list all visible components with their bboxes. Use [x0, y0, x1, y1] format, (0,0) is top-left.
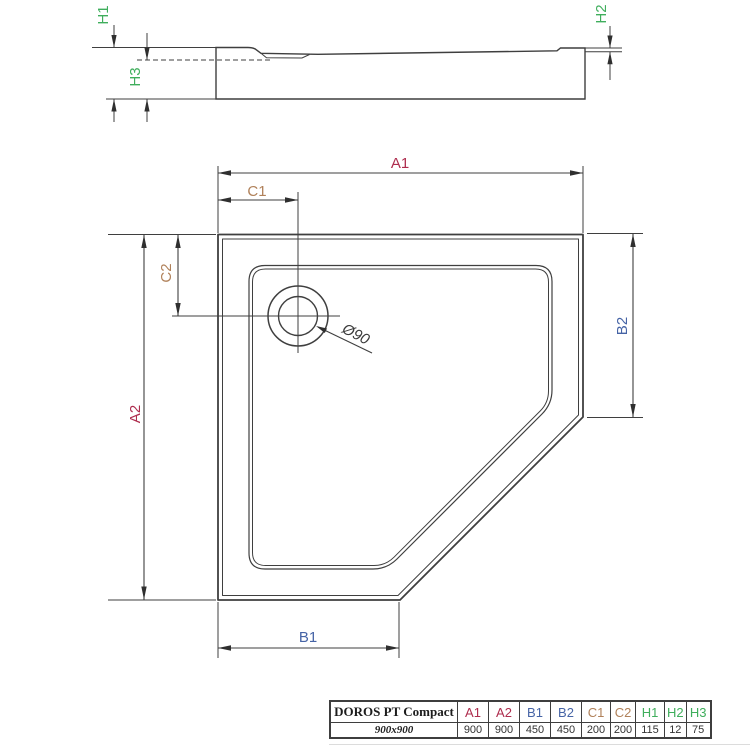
plan-tray-rim-line	[222, 238, 579, 596]
spec-table-header-row: DOROS PT Compact A1 A2 B1 B2 C1 C2 H1 H2…	[329, 700, 712, 723]
dim-h3-arrow-bottom	[144, 99, 150, 112]
plan-basin-outer-edge	[248, 264, 553, 570]
dim-label-a1: A1	[391, 155, 409, 172]
dim-label-a2: A2	[127, 405, 144, 423]
dim-c2-arrow-top	[175, 235, 181, 248]
dim-a1-arrow-right	[570, 170, 583, 176]
side-view-drain-recess	[260, 52, 310, 59]
side-view: H1 H3 H2	[92, 4, 622, 122]
value-h2: 12	[664, 722, 687, 739]
dim-b1-arrow-right	[386, 645, 399, 651]
product-size: 900x900	[329, 722, 458, 739]
dim-h3-arrow-top	[144, 47, 150, 60]
dim-h1-arrow-bottom	[111, 99, 117, 112]
value-h1: 115	[635, 722, 665, 739]
side-view-tray-outline	[215, 46, 586, 100]
dim-label-h2: H2	[593, 4, 610, 23]
value-c2: 200	[610, 722, 636, 739]
table-header-c2: C2	[610, 700, 636, 723]
value-b2: 450	[550, 722, 582, 739]
dim-b2-arrow-bottom	[630, 404, 636, 417]
dim-h2-arrow-top	[607, 35, 613, 48]
dim-c2-arrow-bottom	[175, 303, 181, 316]
value-b1: 450	[519, 722, 551, 739]
dim-b2-arrow-top	[630, 234, 636, 247]
value-h3: 75	[685, 722, 712, 739]
table-header-h3: H3	[685, 700, 712, 723]
value-a1: 900	[457, 722, 489, 739]
table-header-b1: B1	[519, 700, 551, 723]
value-a2: 900	[488, 722, 520, 739]
dim-label-b1: B1	[299, 629, 317, 646]
dim-c1-arrow-right	[285, 197, 298, 203]
table-header-h1: H1	[635, 700, 665, 723]
spec-table-value-row: 900x900 900 900 450 450 200 200 115 12 7…	[329, 722, 712, 739]
value-c1: 200	[581, 722, 611, 739]
table-header-h2: H2	[664, 700, 687, 723]
table-header-a2: A2	[488, 700, 520, 723]
plan-view: Ø90 A1 C1 A2 C2 B2	[108, 155, 643, 658]
plan-basin-inner-edge	[252, 268, 549, 566]
dim-c1-arrow-left	[218, 197, 231, 203]
spec-table: DOROS PT Compact A1 A2 B1 B2 C1 C2 H1 H2…	[329, 700, 712, 739]
dim-label-b2: B2	[614, 317, 631, 335]
dim-label-c2: C2	[158, 263, 175, 282]
dim-label-h3: H3	[127, 67, 144, 86]
dim-label-c1: C1	[247, 183, 266, 200]
dim-b1-arrow-left	[218, 645, 231, 651]
bottom-divider-line	[329, 744, 750, 745]
product-name: DOROS PT Compact	[329, 700, 458, 723]
table-header-c1: C1	[581, 700, 611, 723]
dim-a1-arrow-left	[218, 170, 231, 176]
dim-a2-arrow-bottom	[141, 586, 147, 600]
dim-h2-arrow-bottom	[607, 51, 613, 65]
table-header-b2: B2	[550, 700, 582, 723]
drain-leader-arrow	[316, 326, 327, 334]
dim-label-h1: H1	[95, 5, 112, 24]
dim-a2-arrow-top	[141, 235, 147, 248]
dim-h1-arrow-top	[111, 35, 117, 48]
table-header-a1: A1	[457, 700, 489, 723]
plan-tray-outer-outline	[217, 233, 584, 601]
spec-table-container: DOROS PT Compact A1 A2 B1 B2 C1 C2 H1 H2…	[329, 700, 712, 739]
drain-leader-line	[317, 326, 373, 354]
